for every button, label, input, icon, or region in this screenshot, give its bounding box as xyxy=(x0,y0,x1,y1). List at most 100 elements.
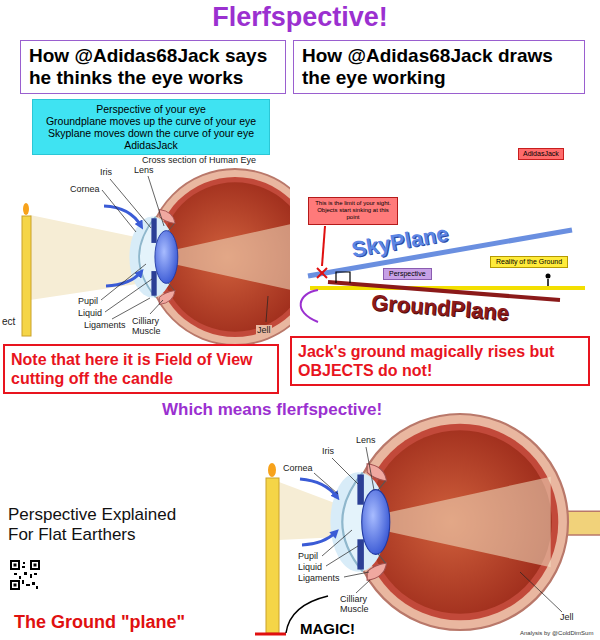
qr-module xyxy=(24,572,27,575)
qr-finder xyxy=(14,584,17,587)
box-text: Perspective xyxy=(389,270,426,278)
page-title: Flerfspective! xyxy=(0,2,600,33)
person-head xyxy=(546,274,551,279)
part-label: Ligaments xyxy=(84,320,126,330)
box-text: How @Adidas68Jack says he thinks the eye… xyxy=(29,45,277,89)
leader-line xyxy=(110,179,151,228)
blue-arrow xyxy=(106,272,141,286)
candle-flame xyxy=(268,463,276,477)
author-tag: AdidasJack xyxy=(518,148,564,160)
plane-label: SkyPlane xyxy=(350,221,451,263)
qr-finder xyxy=(11,561,19,569)
leader-line xyxy=(326,546,358,566)
qr-module xyxy=(14,573,17,575)
leader-lines xyxy=(314,447,562,612)
box-text: Skyplane moves down the curve of your ey… xyxy=(37,127,265,139)
qr-module xyxy=(23,562,25,564)
leader-line xyxy=(366,447,374,490)
header-box: How @Adidas68Jack says he thinks the eye… xyxy=(20,40,286,94)
side-note: Perspective Explained For Flat Earthers xyxy=(8,505,198,544)
qr-finder xyxy=(11,581,19,589)
eye-instance xyxy=(129,169,290,345)
red-cross xyxy=(317,268,327,278)
part-label: Pupil xyxy=(298,551,318,561)
qr-module xyxy=(30,574,32,578)
candle xyxy=(22,216,31,336)
box-text: AdidasJack xyxy=(37,139,265,151)
perspective-tag: Perspective xyxy=(383,268,432,280)
box-text: This is the limit of your sight. Objects… xyxy=(311,200,395,222)
part-label: Iris xyxy=(100,167,112,177)
qr-finder xyxy=(31,561,39,569)
part-label: Iris xyxy=(322,446,334,456)
candle xyxy=(266,478,279,633)
part-label: Liquid xyxy=(78,308,102,318)
quote-box: Perspective of your eyeGroundplane moves… xyxy=(32,99,270,155)
leader-line xyxy=(105,279,152,312)
subheading: Which means flerfspective! xyxy=(162,400,382,420)
qr-ground xyxy=(10,560,40,590)
box-text: Note that here it is Field of View cutti… xyxy=(11,350,271,388)
qr-module xyxy=(22,566,25,568)
leader-line xyxy=(150,300,163,314)
leader-line xyxy=(101,264,146,300)
qr-module xyxy=(34,573,37,575)
leader-line xyxy=(314,473,338,494)
magic-label: MAGIC! xyxy=(300,620,355,637)
part-label: Lens xyxy=(134,165,154,175)
header-box: How @Adidas68Jack draws the eye working xyxy=(293,40,585,94)
purple-curve xyxy=(301,290,318,322)
leader-lines xyxy=(101,176,268,322)
box-text: Reality of the Ground xyxy=(496,258,562,266)
qr-finder xyxy=(34,564,37,567)
part-label: Jell xyxy=(256,325,272,335)
qr-code xyxy=(10,560,40,590)
person-body xyxy=(547,279,549,286)
eye-group xyxy=(129,169,290,345)
credit-label: Analysis by @ColdDimSum xyxy=(520,630,593,637)
box-text: Jack's ground magically rises but OBJECT… xyxy=(298,342,582,380)
part-label: Cornea xyxy=(70,184,100,194)
qr-module xyxy=(26,584,30,586)
part-label: Lens xyxy=(356,435,376,445)
red-cross xyxy=(317,268,327,278)
leader-line xyxy=(332,458,358,484)
qr-finder xyxy=(14,564,17,567)
eye-instance xyxy=(330,414,600,630)
qr-module xyxy=(32,582,35,585)
part-label: Cornea xyxy=(283,463,313,473)
limit-box: This is the limit of your sight. Objects… xyxy=(308,197,398,225)
leader-line xyxy=(322,530,352,556)
callout-box: Note that here it is Field of View cutti… xyxy=(3,344,279,394)
leader-line xyxy=(102,190,136,232)
part-label: Pupil xyxy=(78,296,98,306)
cut-label: ect xyxy=(2,316,15,328)
plane-label: GroundPlane xyxy=(370,290,510,326)
doorway xyxy=(336,272,350,283)
reality-tag: Reality of the Ground xyxy=(490,256,568,268)
blue-arrow xyxy=(302,532,336,545)
part-label: Ligaments xyxy=(298,573,340,583)
box-text: How @Adidas68Jack draws the eye working xyxy=(302,45,576,89)
red-leader xyxy=(322,226,325,266)
leader-line xyxy=(148,176,164,226)
ground-plane-bar xyxy=(255,633,286,636)
box-text: Groundplane moves up the curve of your e… xyxy=(37,115,265,127)
part-label: Liquid xyxy=(298,562,322,572)
qr-module xyxy=(19,576,21,579)
qr-module xyxy=(36,586,38,589)
box-text: AdidasJack xyxy=(523,150,559,158)
leader-line xyxy=(266,296,268,322)
part-label: Jell xyxy=(560,612,574,622)
qr-module xyxy=(22,580,24,584)
leader-line xyxy=(344,572,369,577)
leader-line xyxy=(356,580,370,593)
leader-line xyxy=(112,298,150,319)
leader-line xyxy=(520,572,562,612)
part-label: Cilliary Muscle xyxy=(132,316,172,337)
figure-caption: Cross section of Human Eye xyxy=(142,155,256,165)
ground-label: The Ground "plane" xyxy=(14,612,185,633)
part-label: Cilliary Muscle xyxy=(340,594,380,615)
candle-flame xyxy=(23,203,29,215)
